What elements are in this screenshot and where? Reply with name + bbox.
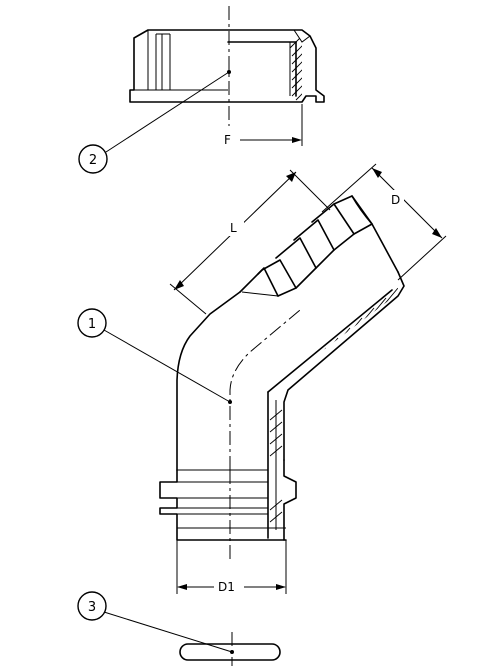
- body-hatch: [269, 409, 283, 523]
- dim-D-arrow-2: [432, 228, 442, 238]
- callout-3: 3: [77, 591, 234, 654]
- callout-3-leader: [103, 611, 233, 653]
- callout-3-dot: [230, 650, 234, 654]
- elbow-outer-profile: [176, 291, 241, 471]
- callout-1: 1: [77, 308, 232, 404]
- dim-D-extension-2: [397, 235, 447, 281]
- dim-D-extension-1: [321, 163, 377, 213]
- dim-D-line: [371, 167, 443, 239]
- barb-3: [275, 237, 317, 269]
- dim-D1-arrow-2: [276, 584, 286, 590]
- barb-2: [257, 259, 297, 289]
- dim-L-arrow-2: [286, 172, 296, 182]
- callout-1-number: 1: [88, 317, 96, 332]
- dim-D-label: D: [391, 193, 400, 207]
- barb-base: [241, 291, 279, 297]
- callout-1-bubble: [77, 308, 107, 338]
- dimension-L: L: [169, 169, 331, 315]
- callout-3-number: 3: [88, 600, 96, 615]
- elbow-right-outer: [283, 271, 405, 461]
- barb-5: [311, 203, 355, 235]
- callout-3-bubble: [77, 591, 107, 621]
- o-ring-outline: [179, 643, 281, 661]
- cap-hatch: [289, 35, 302, 101]
- o-ring-part: [179, 632, 281, 666]
- dim-D-gap: [388, 190, 404, 208]
- dim-D-arrow-1: [372, 168, 382, 178]
- dimension-F: F: [224, 104, 303, 147]
- barb-6: [333, 195, 373, 225]
- cap-chamfer: [293, 29, 311, 43]
- dim-F-arrow: [292, 137, 302, 143]
- barb-4: [293, 219, 335, 251]
- cap-outline: [129, 29, 325, 103]
- dim-D1-label: D1: [218, 580, 235, 594]
- dim-L-gap: [226, 218, 244, 236]
- dim-F-label: F: [224, 133, 231, 147]
- dim-D1-arrow-1: [177, 584, 187, 590]
- callout-2-number: 2: [89, 153, 97, 168]
- hose-barbs: [239, 195, 399, 297]
- collar-left: [159, 469, 287, 541]
- elbow-hatch: [269, 287, 399, 392]
- barb-lower-edge: [277, 223, 399, 297]
- elbow-right-inner: [267, 289, 393, 393]
- dim-L-extension-2: [289, 169, 331, 211]
- callout-1-dot: [228, 400, 232, 404]
- dim-L-arrow-1: [174, 280, 184, 290]
- callout-2-dot: [227, 70, 231, 74]
- dim-L-label: L: [230, 221, 237, 235]
- dimension-D1: D1: [176, 540, 287, 594]
- elbow-fitting: [159, 195, 405, 560]
- callout-2: 2: [78, 70, 231, 174]
- callout-1-leader: [103, 329, 231, 403]
- callout-2-leader: [105, 71, 230, 153]
- barb-tip: [351, 195, 373, 225]
- dimension-D: D: [321, 163, 447, 281]
- cap-part: [129, 6, 325, 126]
- elbow-bore-line: [229, 309, 301, 470]
- collar-right: [283, 459, 297, 541]
- callout-2-bubble: [78, 144, 108, 174]
